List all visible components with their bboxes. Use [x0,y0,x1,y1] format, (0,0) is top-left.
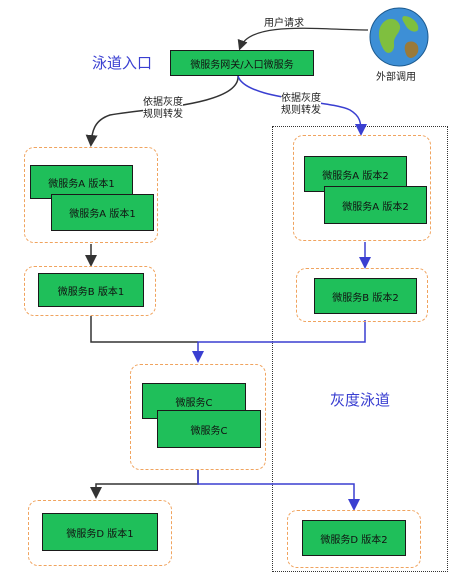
left-b-group [24,266,156,316]
left-a-group [24,147,158,243]
left-routing-line-2: 规则转发 [143,109,183,120]
service-a-v1-top: 微服务A 版本1 [30,165,133,199]
left-d-group [28,500,172,566]
service-c-bottom: 微服务C [157,410,261,448]
service-d-v2: 微服务D 版本2 [302,520,406,556]
lane-entry-label: 泳道入口 [92,54,153,72]
right-d-group [287,510,421,568]
user-request-arrow [237,27,369,51]
gateway-to-right-arrow [237,75,367,136]
right-b-group [296,268,428,322]
right-routing-line-1: 依据灰度 [281,93,321,104]
center-c-group [130,364,266,470]
c-to-left-d-arrow [90,470,199,499]
service-a-v2-bottom: 微服务A 版本2 [324,186,427,224]
gateway-box: 微服务网关/入口微服务 [170,50,314,76]
service-b-v1: 微服务B 版本1 [38,273,144,307]
service-b-v2: 微服务B 版本2 [314,278,417,314]
left-b-to-c-line [90,316,198,343]
service-d-v1: 微服务D 版本1 [42,513,158,551]
gray-lane-label: 灰度泳道 [330,391,391,409]
right-a-group [293,135,431,241]
right-b-to-c-line [192,320,366,363]
user-request-label: 用户请求 [264,18,304,29]
left-routing-label: 依据灰度 规则转发 [143,97,183,121]
right-routing-line-2: 规则转发 [281,105,321,116]
external-call-label: 外部调用 [376,72,416,83]
left-routing-line-1: 依据灰度 [143,97,183,108]
service-a-v1-bottom: 微服务A 版本1 [51,194,154,231]
gateway-to-left-arrow [85,75,239,147]
globe-icon [368,6,430,68]
right-routing-label: 依据灰度 规则转发 [281,93,321,117]
c-to-right-d-arrow [197,470,360,511]
